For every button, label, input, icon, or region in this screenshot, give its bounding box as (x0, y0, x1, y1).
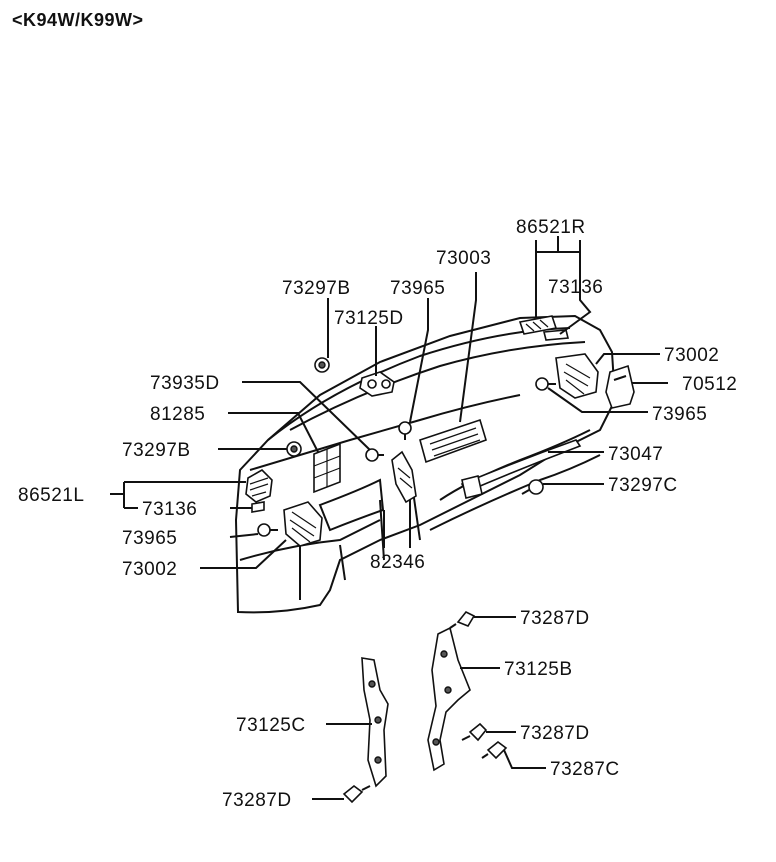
label-73297b-top: 73297B (282, 278, 351, 299)
label-73965-left: 73965 (122, 528, 177, 549)
bolt-73287d-3 (342, 784, 371, 804)
vent-right-73002 (555, 353, 599, 399)
clip-73935d (365, 448, 384, 462)
bracket-73125d (359, 371, 395, 397)
grille-81285 (313, 442, 341, 494)
label-73287d-1: 73287D (520, 608, 590, 629)
label-73125d: 73125D (334, 308, 404, 329)
clip-73297b-top (314, 357, 330, 373)
clip-73965-left (257, 523, 278, 537)
label-73047: 73047 (608, 444, 663, 465)
small-box-73047 (461, 475, 483, 499)
vent-left-73002 (283, 501, 323, 547)
label-73297b-left: 73297B (122, 440, 191, 461)
vent-right-upper-86521r (518, 315, 570, 341)
bolt-73287c (481, 740, 508, 760)
label-73125b: 73125B (504, 659, 573, 680)
panel-70512 (605, 364, 635, 409)
label-73003: 73003 (436, 248, 491, 269)
label-81285: 81285 (150, 404, 205, 425)
label-73125c: 73125C (236, 715, 306, 736)
model-code-title: <K94W/K99W> (12, 10, 144, 30)
label-73287d-3: 73287D (222, 790, 292, 811)
clip-73965-right (535, 377, 556, 391)
leader-lines (110, 236, 668, 800)
label-73297c-right: 73297C (608, 475, 678, 496)
clip-73136-left (251, 501, 265, 513)
bracket-73125c (361, 657, 389, 788)
clip-73297c (521, 479, 544, 495)
label-86521l: 86521L (18, 485, 84, 506)
clip-73965-top (398, 421, 412, 440)
vent-left-upper-86521l (245, 469, 273, 503)
label-73965-top: 73965 (390, 278, 445, 299)
clip-73297b-left (286, 441, 302, 457)
label-73287c-bottom: 73287C (550, 759, 620, 780)
callout-labels: 86521R 73136 73003 73297B 73965 73125D 7… (18, 217, 737, 811)
bolt-73287d-1 (449, 610, 476, 629)
label-73935d: 73935D (150, 373, 220, 394)
label-73136-left: 73136 (142, 499, 197, 520)
bracket-73125b (427, 626, 471, 772)
glove-box-vent-73003 (419, 418, 487, 464)
label-70512: 70512 (682, 374, 737, 395)
label-82346: 82346 (370, 552, 425, 573)
label-73965-right: 73965 (652, 404, 707, 425)
label-73136-right: 73136 (548, 277, 603, 298)
bolt-73287d-2 (461, 722, 488, 742)
label-73002-right: 73002 (664, 345, 719, 366)
label-86521r: 86521R (516, 217, 586, 238)
label-73002-left: 73002 (122, 559, 177, 580)
label-73287d-2: 73287D (520, 723, 590, 744)
duct-82346 (391, 450, 417, 504)
